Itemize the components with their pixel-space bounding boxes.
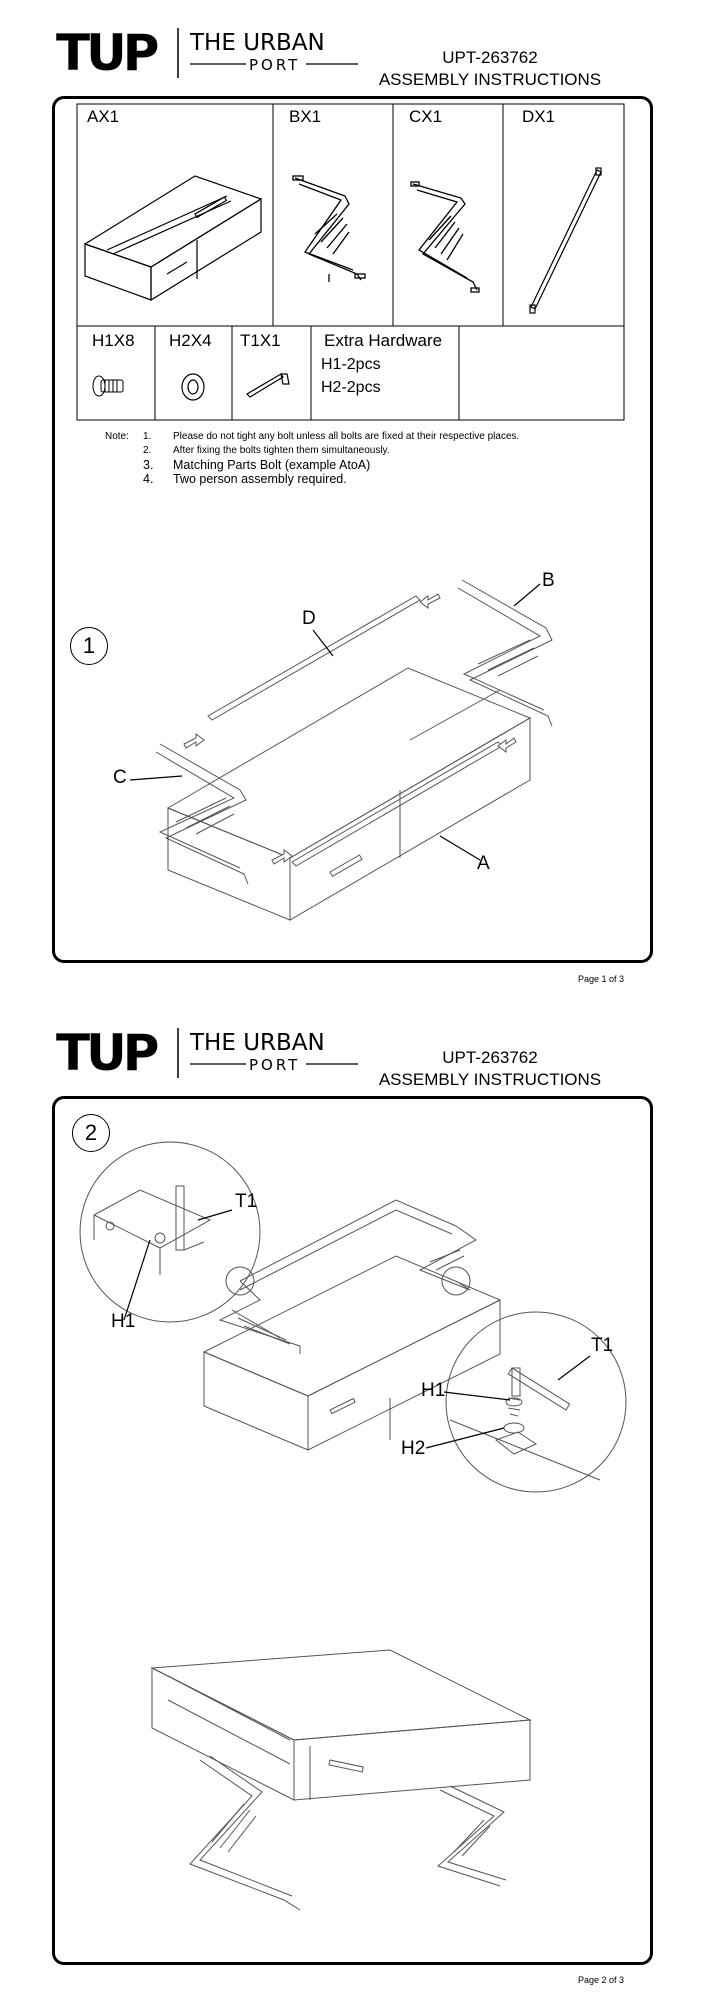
extra-hardware-h1: H1-2pcs (321, 356, 381, 373)
page-number-2: Page 2 of 3 (577, 1975, 624, 1985)
header: TUP THE URBAN PORT UPT-263762 ASSEMBLY I… (0, 0, 706, 90)
note-2: After fixing the bolts tighten them simu… (173, 445, 390, 456)
part-label-bx: BX1 (289, 107, 322, 126)
part-rod-drawing (529, 167, 602, 314)
header-2: TUP THE URBAN PORT UPT-263762 ASSEMBLY I… (0, 1000, 706, 1090)
label-h2-right: H2 (401, 1438, 426, 1459)
page-number-1: Page 1 of 3 (577, 974, 624, 984)
label-part-d: D (302, 608, 316, 629)
part-bolt-drawing (92, 375, 124, 397)
notes: Note:1.Please do not tight any bolt unle… (105, 431, 520, 486)
part-leg-b-drawing (292, 175, 366, 282)
brand-name-top: THE URBAN (189, 30, 325, 56)
part-label-cx: CX1 (409, 107, 443, 126)
svg-text:THE URBAN: THE URBAN (189, 1030, 325, 1056)
page-frame (52, 96, 653, 963)
step-2-number: 2 (72, 1114, 110, 1152)
note-4: Two person assembly required. (173, 472, 347, 486)
svg-text:PORT: PORT (249, 1056, 300, 1074)
step-1-number: 1 (70, 627, 108, 665)
extra-hardware-h2: H2-2pcs (321, 379, 381, 396)
label-t1-left: T1 (235, 1191, 258, 1212)
label-part-b: B (542, 570, 555, 591)
page-1: TUP THE URBAN PORT UPT-263762 ASSEMBLY I… (0, 0, 706, 984)
label-part-c: C (113, 767, 127, 788)
page-frame-2 (52, 1096, 653, 1965)
doc-title-2: ASSEMBLY INSTRUCTIONS (378, 1070, 602, 1089)
doc-title: ASSEMBLY INSTRUCTIONS (378, 70, 602, 89)
brand-mark: TUP (56, 24, 158, 82)
step-1-diagram (129, 579, 553, 921)
extra-hardware-title: Extra Hardware (324, 331, 443, 350)
model-number-2: UPT-263762 (442, 1048, 538, 1067)
note-3: Matching Parts Bolt (example AtoA) (173, 458, 371, 472)
part-washer-drawing (181, 373, 205, 401)
brand-name-bottom: PORT (249, 56, 300, 74)
part-desk-top-drawing (83, 175, 263, 302)
part-label-t1: T1X1 (240, 331, 281, 350)
notes-label: Note: (105, 431, 129, 442)
part-label-h1: H1X8 (92, 331, 135, 350)
part-label-h2: H2X4 (169, 331, 212, 350)
brand-logo: TUP THE URBAN PORT (56, 24, 358, 82)
part-allen-key-drawing (246, 373, 290, 398)
part-label-ax: AX1 (87, 107, 120, 126)
step-2-diagram (79, 1141, 627, 1911)
svg-text:TUP: TUP (56, 1024, 158, 1082)
page-2: TUP THE URBAN PORT UPT-263762 ASSEMBLY I… (0, 1000, 706, 1999)
label-t1-right: T1 (591, 1335, 614, 1356)
part-label-dx: DX1 (522, 107, 556, 126)
note-1: Please do not tight any bolt unless all … (173, 431, 520, 442)
brand-logo-2: TUP THE URBAN PORT (56, 1024, 358, 1082)
part-leg-c-drawing (410, 181, 480, 293)
parts-table (76, 103, 625, 421)
label-h1-right: H1 (421, 1380, 446, 1401)
model-number: UPT-263762 (442, 48, 538, 67)
label-h1-left: H1 (111, 1311, 136, 1332)
label-part-a: A (477, 853, 490, 874)
